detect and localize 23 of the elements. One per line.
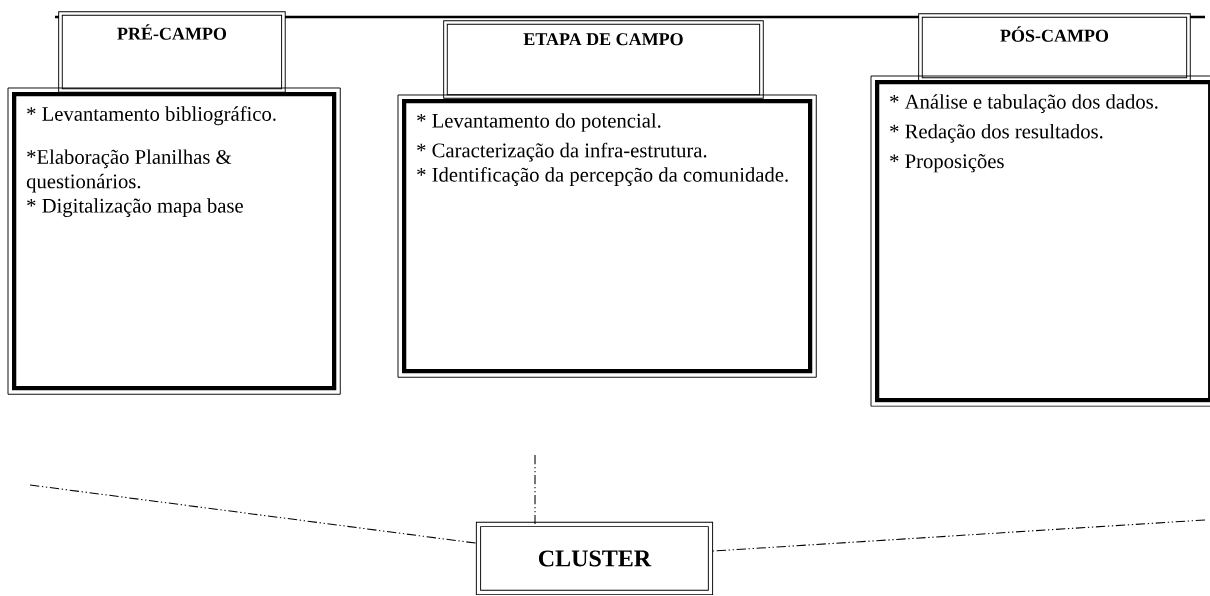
bullet-text: * Levantamento do potencial. [417, 113, 661, 132]
cluster-box [475, 521, 714, 596]
task-box [397, 94, 817, 378]
heading-text: PRÉ-CAMPO [117, 24, 227, 40]
bullet-text: *Elaboração Planilhas & questionários. [26, 149, 232, 193]
heading-text: PÓS-CAMPO [1000, 26, 1109, 42]
heading-text: CLUSTER [538, 550, 652, 567]
bullet-text: * Digitalização mapa base [27, 198, 243, 217]
task-box [870, 75, 1210, 407]
bullet-text: * Análise e tabulação dos dados. [890, 94, 1158, 113]
bullet-text: * Redação dos resultados. [890, 123, 1103, 143]
bullet-text: * Levantamento bibliográfico. [27, 106, 276, 126]
phase-header-box [918, 13, 1191, 82]
bullet-text: * Proposições [890, 154, 1004, 173]
dash-dot-line [710, 519, 1206, 552]
task-box [7, 87, 341, 395]
phase-header-box [443, 20, 764, 99]
phase-header-box [58, 11, 286, 93]
dash-dot-line [534, 454, 536, 525]
bullet-text: * Identificação da percepção da comunidade. [417, 167, 788, 186]
dash-dot-line [29, 484, 479, 544]
heading-text: ETAPA DE CAMPO [523, 33, 683, 46]
bullet-text: * Caracterização da infra-estrutura. [417, 142, 707, 162]
